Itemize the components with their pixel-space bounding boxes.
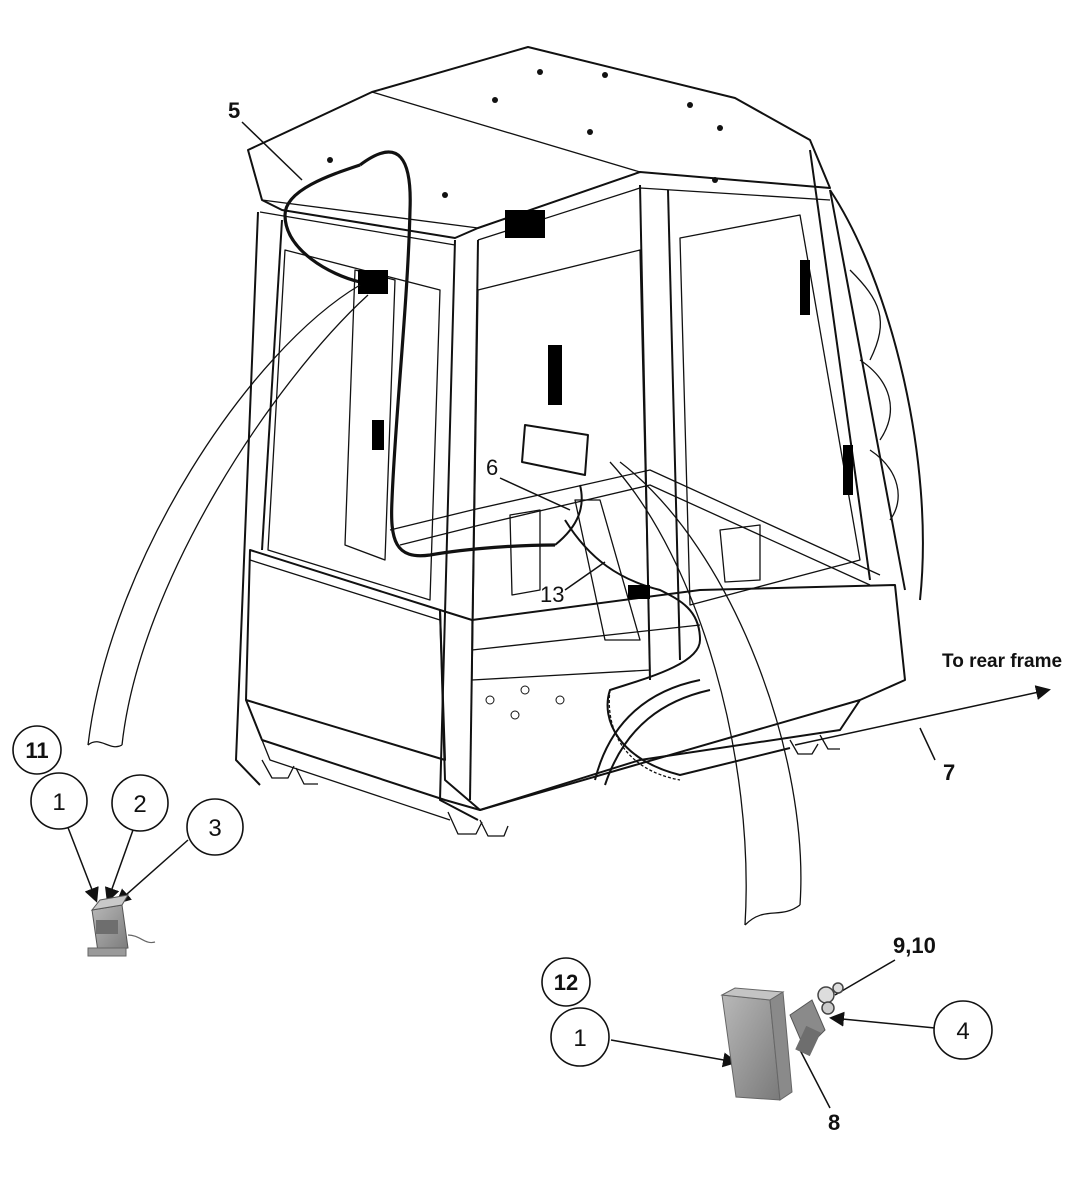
callout-b4-bubble [933,1000,993,1060]
callout-a3: 3 [208,815,221,842]
switch-box [358,270,388,294]
callout-6: 6 [486,455,498,480]
rear-frame-label: To rear frame [942,651,1062,672]
sweep-11 [87,284,361,746]
callout-11-bubble [12,725,62,775]
callout-numbers: 5 6 13 7 9,10 8 [228,98,955,1135]
leaders [66,121,936,1109]
detail-sweeps [87,284,802,926]
callout-b1-bubble [550,1007,610,1067]
roof-fasteners [327,69,723,720]
callout-12-bubble [541,957,591,1007]
sweep-12 [609,461,747,926]
callout-a2: 2 [133,791,146,818]
harness-roof-left [283,163,361,284]
callout-a1-bubble [30,772,88,830]
callout-11: 11 [25,738,48,763]
callout-b1: 1 [573,1025,586,1052]
callout-a1: 1 [52,789,65,816]
callout-12: 12 [554,970,578,995]
harness-roof [359,150,556,558]
detail-11-switch [87,894,156,957]
callout-bubbles: 11 1 2 3 12 1 4 [12,725,993,1067]
callout-9-10: 9,10 [893,933,936,958]
cab-display [521,424,589,476]
callout-a2-bubble [111,774,169,832]
cab-frame [235,46,924,837]
callout-a3-bubble [186,798,244,856]
cab-left-panel [245,549,446,761]
wiring-harness [283,150,791,781]
callout-7: 7 [943,760,955,785]
cab-floor [439,584,906,811]
detail-12-module [720,982,844,1101]
callout-8: 8 [828,1110,840,1135]
rear-frame-arrow: To rear frame [794,651,1062,746]
callout-13: 13 [540,582,564,607]
callout-b4: 4 [956,1018,969,1045]
callout-5: 5 [228,98,240,123]
